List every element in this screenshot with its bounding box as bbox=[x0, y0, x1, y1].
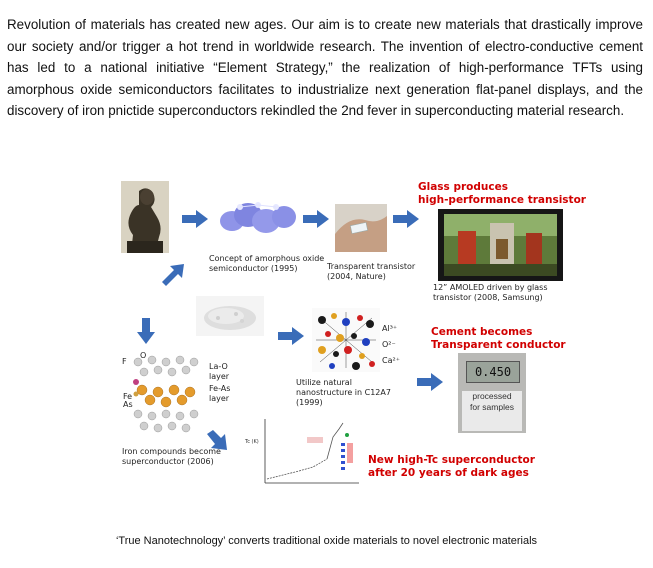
meter-paper: processed for samples bbox=[462, 391, 522, 431]
arrow-right-4 bbox=[278, 327, 304, 345]
layer-label-feas: Fe-As layer bbox=[209, 384, 231, 403]
red-label-cement: Cement becomes Transparent conductor bbox=[431, 326, 591, 352]
layer-label-lao: La-O layer bbox=[209, 362, 230, 381]
lattice-label-o: O²⁻ bbox=[382, 340, 396, 349]
intro-paragraph: Revolution of materials has created new … bbox=[7, 17, 643, 118]
red-label-cement-line1: Cement becomes bbox=[431, 326, 533, 338]
white-powder-image bbox=[196, 296, 264, 336]
tc-history-graph: Tc (K) bbox=[243, 413, 363, 491]
conductivity-meter-image: 0.450 processed for samples bbox=[458, 353, 526, 433]
red-label-cement-line2: Transparent conductor bbox=[431, 339, 566, 351]
red-label-glass-line2: high-performance transistor bbox=[418, 194, 586, 206]
arrow-right-1 bbox=[182, 210, 208, 228]
lattice-label-al: Al³⁺ bbox=[382, 324, 398, 333]
meter-text-2: for samples bbox=[470, 402, 514, 412]
red-label-glass: Glass produces high-performance transist… bbox=[418, 181, 598, 207]
atom-label-as: As bbox=[123, 400, 133, 409]
caption-amoled: 12” AMOLED driven by glass transistor (2… bbox=[433, 283, 548, 302]
amorphous-oxide-image bbox=[218, 191, 300, 247]
red-label-super-line2: after 20 years of dark ages bbox=[368, 467, 529, 479]
iron-pnictide-structure-image bbox=[128, 352, 204, 436]
arrow-right-2 bbox=[303, 210, 329, 228]
lattice-label-ca: Ca²⁺ bbox=[382, 356, 400, 365]
arrow-right-3 bbox=[393, 210, 419, 228]
atom-label-fe: Fe bbox=[123, 392, 133, 401]
footer-caption: ‘True Nanotechnology’ converts tradition… bbox=[115, 535, 538, 547]
red-label-superconductor: New high-Tc superconductor after 20 year… bbox=[368, 454, 568, 480]
caption-transparent: Transparent transistor (2004, Nature) bbox=[327, 262, 416, 281]
atom-label-f: F bbox=[122, 357, 127, 366]
red-label-glass-line1: Glass produces bbox=[418, 181, 508, 193]
caption-amorphous: Concept of amorphous oxide semiconductor… bbox=[209, 254, 325, 273]
transparent-transistor-image bbox=[335, 204, 387, 252]
meter-text-1: processed bbox=[472, 391, 512, 401]
arrow-diagonal-down bbox=[207, 430, 227, 450]
atom-label-o: O bbox=[140, 351, 147, 360]
graph-axis-label: Tc (K) bbox=[244, 439, 259, 445]
arrow-diagonal-up bbox=[162, 264, 184, 286]
arrow-down bbox=[137, 318, 155, 344]
meter-display: 0.450 bbox=[466, 361, 520, 383]
arrow-right-5 bbox=[417, 373, 443, 391]
thinker-statue-image bbox=[121, 181, 169, 253]
caption-iron: Iron compounds become superconductor (20… bbox=[122, 447, 221, 466]
red-label-super-line1: New high-Tc superconductor bbox=[368, 454, 535, 466]
amoled-display-image bbox=[438, 209, 563, 281]
c12a7-lattice-image bbox=[312, 308, 380, 372]
caption-nano: Utilize natural nanostructure in C12A7 (… bbox=[296, 378, 391, 407]
